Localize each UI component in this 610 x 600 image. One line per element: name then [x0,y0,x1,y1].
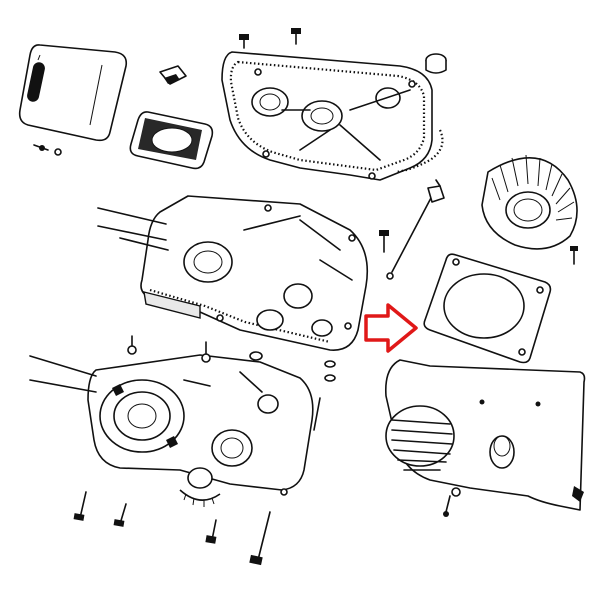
fan-screw [570,246,578,265]
engine-side-cover [384,359,586,517]
crankcase-studs-lower [29,355,97,393]
gearbox-cover [221,51,433,181]
breather-bolt [379,230,389,253]
crankcase-half-lower [87,335,314,496]
dipstick [386,179,445,280]
bolt-set [73,491,271,566]
highlight-arrow [364,303,418,353]
inspection-window [18,44,128,142]
crankcase-half-upper [140,195,369,351]
gear-segment [179,489,221,507]
fan-shroud-plate [423,253,552,364]
washer-nut [249,351,336,431]
mounting-plate [129,111,214,170]
cover-bolts [239,28,301,49]
gasket-seal-strip [395,129,444,174]
retaining-clip [159,65,187,85]
bushing [425,53,447,74]
cooling-fan [481,154,578,250]
crankcase-studs-upper [97,207,169,251]
window-screws [33,144,62,156]
